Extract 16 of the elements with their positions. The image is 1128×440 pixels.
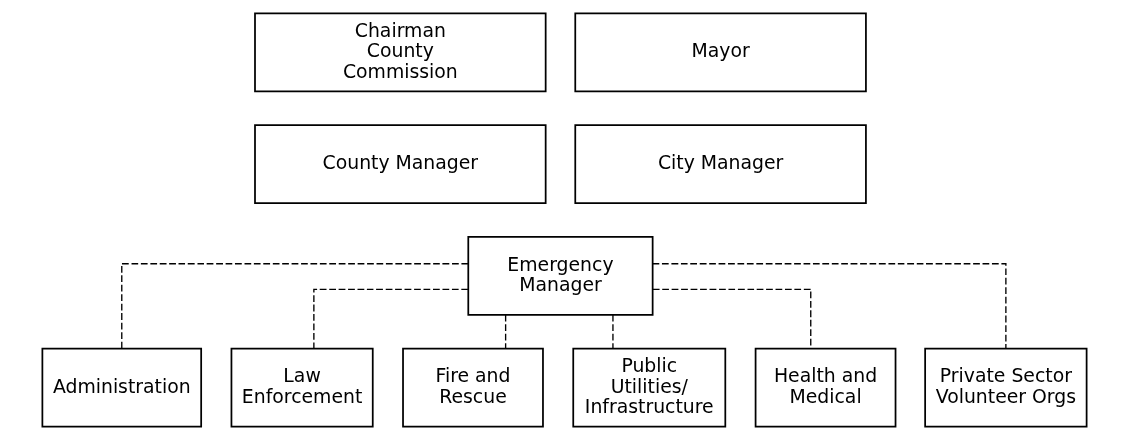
connector bbox=[651, 263, 1007, 350]
node-box: Law Enforcement bbox=[230, 347, 374, 428]
node-box: Chairman County Commission bbox=[253, 12, 547, 93]
node-box: County Manager bbox=[253, 124, 547, 205]
connector bbox=[312, 288, 469, 349]
connector bbox=[611, 314, 614, 349]
connector bbox=[120, 263, 469, 350]
node-box: Private Sector Volunteer Orgs bbox=[923, 347, 1087, 428]
node-box: Mayor bbox=[573, 12, 867, 93]
node-box: Health and Medical bbox=[754, 347, 896, 428]
node-box: Public Utilities/ Infrastructure bbox=[571, 347, 726, 428]
node-box: Administration bbox=[41, 347, 202, 428]
connector bbox=[504, 314, 506, 349]
node-box: City Manager bbox=[573, 124, 867, 205]
node-box: Fire and Rescue bbox=[401, 347, 544, 428]
node-box: Emergency Manager bbox=[466, 235, 653, 316]
